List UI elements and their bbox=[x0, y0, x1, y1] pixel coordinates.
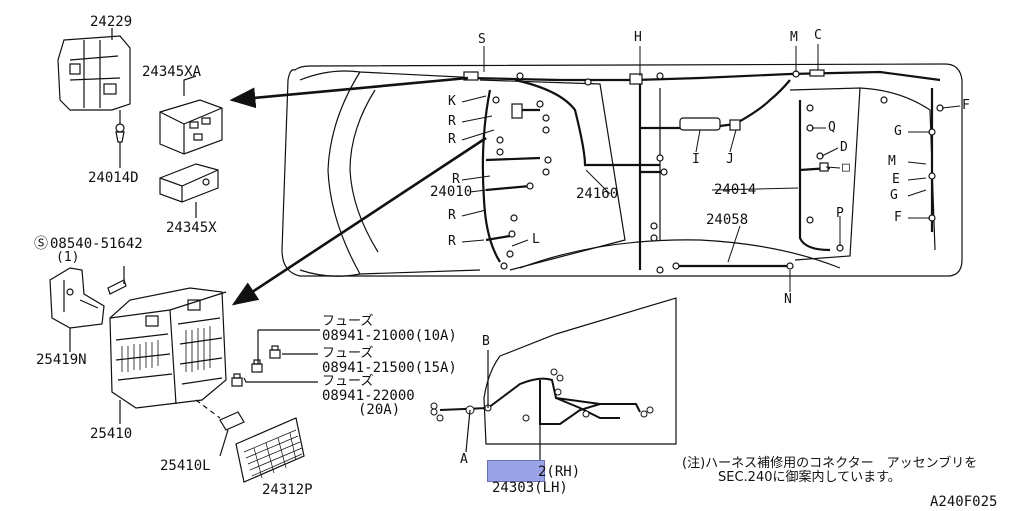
connector-f-top: F bbox=[962, 98, 970, 113]
connector-j: J bbox=[726, 152, 734, 167]
part-24229-bracket bbox=[57, 28, 131, 168]
fuse-part-3: 08941-22000 bbox=[322, 388, 415, 404]
connector-n: N bbox=[784, 292, 792, 307]
part-25410l-puller bbox=[195, 399, 245, 457]
leader-lines bbox=[461, 44, 961, 292]
fuse-icons bbox=[231, 329, 320, 387]
part-24345xa-connector bbox=[159, 75, 223, 155]
arrow-to-fuse-holder bbox=[229, 76, 469, 109]
note-line-2: SEC.240に御案内しています。 bbox=[718, 470, 901, 485]
connector-m-right: M bbox=[888, 154, 896, 169]
fuse-part-2: 08941-21500(15A) bbox=[322, 360, 457, 376]
fuse-label-2: フューズ bbox=[322, 346, 374, 361]
label-08540-qty: (1) bbox=[56, 250, 80, 265]
label-24014d: 24014D bbox=[88, 170, 139, 186]
connector-f-right: F bbox=[894, 210, 902, 225]
fuse-part-1: 08941-21000(10A) bbox=[322, 328, 457, 344]
connector-r-5: R bbox=[448, 234, 456, 249]
label-24058: 24058 bbox=[706, 212, 749, 228]
connector-l: L bbox=[532, 232, 540, 247]
connector-q: Q bbox=[828, 120, 836, 135]
label-25410: 25410 bbox=[90, 426, 133, 442]
harness-wiring bbox=[469, 70, 941, 270]
part-25419n-bracket bbox=[49, 267, 105, 352]
fuse-amp-3: (20A) bbox=[358, 402, 401, 418]
label-24303-rh: 2(RH) bbox=[538, 464, 581, 480]
label-24010: 24010 bbox=[430, 184, 473, 200]
diagram-code: A240F025 bbox=[930, 494, 998, 510]
label-24345x: 24345X bbox=[166, 220, 217, 236]
connector-box-icon: □ bbox=[842, 160, 850, 175]
connector-h: H bbox=[634, 30, 642, 45]
connector-r-2: R bbox=[448, 132, 456, 147]
connector-r-1: R bbox=[448, 114, 456, 129]
connector-c: C bbox=[814, 28, 822, 43]
connector-d: D bbox=[840, 140, 848, 155]
connector-g-right: G bbox=[890, 188, 898, 203]
label-25419n: 25419N bbox=[36, 352, 87, 368]
label-24345xa: 24345XA bbox=[142, 64, 202, 80]
connector-m-top: M bbox=[790, 30, 798, 45]
part-24312p-label bbox=[235, 417, 305, 483]
part-24345x-connector bbox=[159, 163, 219, 218]
connector-r-4: R bbox=[448, 208, 456, 223]
note-line-1: (注)ハーネス補修用のコネクター アッセンブリを bbox=[682, 456, 978, 471]
fuse-label-3: フューズ bbox=[322, 374, 374, 389]
door-harness-inset bbox=[430, 297, 677, 460]
label-24160: 24160 bbox=[576, 186, 619, 202]
connector-g-top: G bbox=[894, 124, 902, 139]
label-25410l: 25410L bbox=[160, 458, 211, 474]
label-24312p: 24312P bbox=[262, 482, 313, 498]
bolt-08540 bbox=[107, 266, 127, 295]
connector-r-3: R bbox=[452, 172, 460, 187]
label-24229: 24229 bbox=[90, 14, 133, 30]
label-24014: 24014 bbox=[714, 182, 757, 198]
connector-e: E bbox=[892, 172, 900, 187]
fuse-label-1: フューズ bbox=[322, 314, 374, 329]
part-25410-fuse-box bbox=[109, 287, 227, 424]
connector-i: I bbox=[692, 152, 700, 167]
connector-p: P bbox=[836, 206, 844, 221]
vehicle-body-outline bbox=[281, 63, 963, 277]
highlight-box bbox=[487, 460, 545, 482]
label-08540: 08540-51642 bbox=[50, 236, 143, 252]
connector-b: B bbox=[482, 334, 490, 349]
connector-a: A bbox=[460, 452, 468, 467]
label-24303-lh: 24303(LH) bbox=[492, 480, 568, 496]
connector-s: S bbox=[478, 32, 486, 47]
connector-k: K bbox=[448, 94, 456, 109]
arrow-to-fuse-box bbox=[231, 136, 487, 306]
circle-s-icon: Ⓢ bbox=[34, 236, 48, 252]
